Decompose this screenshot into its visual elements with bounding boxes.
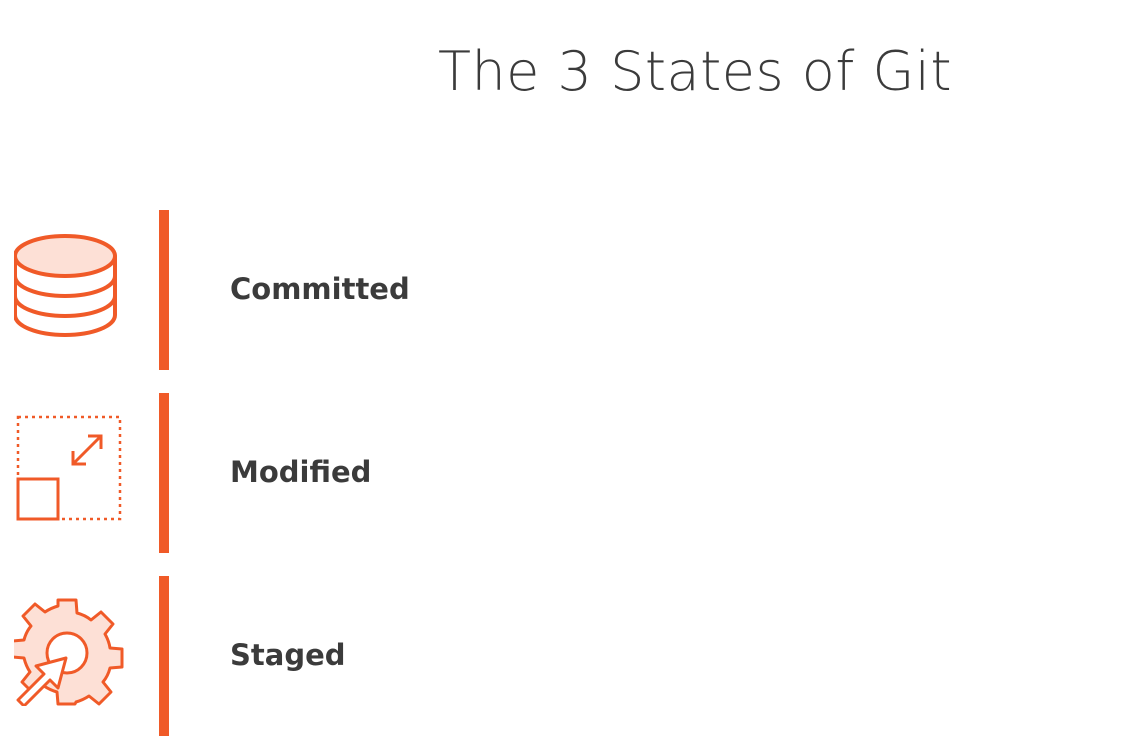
slide-title: The 3 States of Git	[437, 40, 953, 103]
state-label-modified: Modified	[230, 455, 372, 489]
gear-arrow-icon	[14, 596, 124, 706]
state-label-committed: Committed	[230, 272, 410, 306]
resize-icon	[14, 413, 124, 523]
state-divider-bar	[159, 576, 169, 736]
state-row-staged: Staged	[0, 576, 1145, 736]
state-label-staged: Staged	[230, 638, 346, 672]
state-divider-bar	[159, 210, 169, 370]
state-divider-bar	[159, 393, 169, 553]
state-row-modified: Modified	[0, 393, 1145, 553]
state-row-committed: Committed	[0, 210, 1145, 370]
database-icon	[14, 230, 124, 340]
